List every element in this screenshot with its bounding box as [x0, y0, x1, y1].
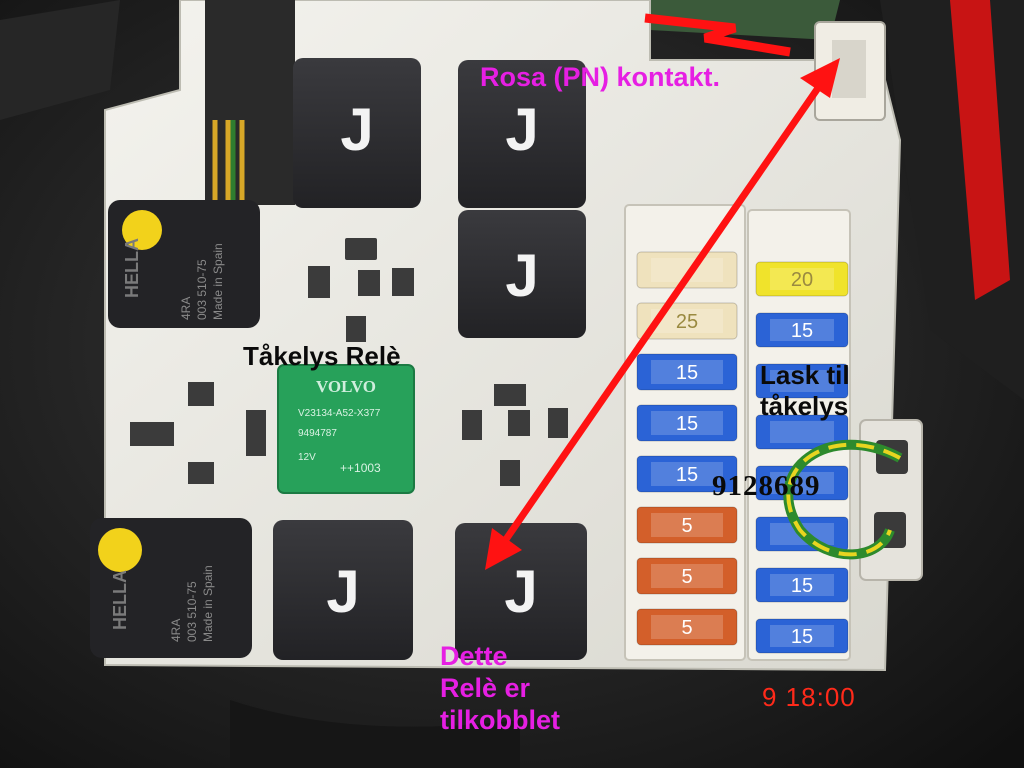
fuse-window [770, 625, 834, 647]
fuse [755, 567, 849, 603]
relay-glyph: J [505, 242, 538, 309]
housing-edge-left [0, 0, 120, 120]
jumper-label-line: tåkelys [760, 391, 849, 421]
fuse [755, 261, 849, 297]
fuse-window [651, 462, 723, 486]
fuse [636, 251, 738, 289]
fuse [636, 353, 738, 391]
fuse-rating: 25 [676, 311, 698, 333]
fuse [636, 455, 738, 493]
black-relay [458, 60, 586, 208]
fuse-rating: 5 [681, 617, 692, 639]
fuse [755, 414, 849, 450]
fuse-column-left: 25 15 15 15 5 5 5 [636, 251, 738, 646]
fuse-column-right: 20 15 15 15 [755, 261, 849, 654]
rosa-contact-label: Rosa (PN) kontakt. [480, 62, 721, 92]
volvo-mark: ++1003 [340, 461, 381, 475]
volvo-voltage: 12V [298, 452, 316, 463]
relay-glyph: J [340, 96, 373, 163]
fuse-rating: 5 [681, 515, 692, 537]
black-relay [273, 520, 413, 660]
part-number-label: 9128689 [712, 470, 821, 502]
fuse [755, 618, 849, 654]
pink-connector-slot [832, 40, 866, 98]
empty-relay-sockets [130, 238, 568, 486]
volvo-number: 9494787 [298, 428, 337, 439]
fuse [636, 557, 738, 595]
fuse-window [770, 421, 834, 443]
hella-relay-bottom-specs: 4RA 003 510-75 Made in Spain [169, 565, 215, 642]
fuse-rating: 15 [791, 626, 813, 648]
fuse-window [770, 370, 834, 392]
black-relay [293, 58, 421, 208]
fuse-window [651, 411, 723, 435]
volvo-model: V23134-A52-X377 [298, 408, 381, 419]
volvo-fog-relay [277, 364, 415, 494]
hella-code: 4RA [169, 619, 183, 642]
marker-dot [122, 210, 162, 250]
jumper-label-line: Lask til [760, 360, 850, 390]
fog-relay-label: Tåkelys Relè [243, 341, 401, 371]
connected-relay-line: tilkobblet [440, 705, 560, 735]
relay-glyph: J [505, 96, 538, 163]
timestamp-label: 9 18:00 [762, 682, 856, 712]
red-cable-tie [950, 0, 1010, 300]
yellow-wires [212, 120, 245, 205]
fuse-rating: 15 [676, 413, 698, 435]
fuse [755, 312, 849, 348]
hella-number: 003 510-75 [195, 259, 209, 320]
fuse-window [770, 574, 834, 596]
hella-code: 4RA [179, 297, 193, 320]
lower-hose [230, 700, 520, 768]
volvo-brand: VOLVO [316, 377, 376, 396]
fuse-window [651, 615, 723, 639]
connected-relay-label: Dette Relè er tilkobblet [440, 640, 560, 736]
fuse-rating: 5 [681, 566, 692, 588]
fuse [636, 404, 738, 442]
fuse-rating: 15 [676, 362, 698, 384]
red-double-arrow [485, 58, 840, 570]
fuse [636, 506, 738, 544]
fuse-window [770, 268, 834, 290]
fuse-window [651, 513, 723, 537]
fuse-rating: 20 [791, 269, 813, 291]
fuse [755, 363, 849, 399]
hella-relay-top-print: HELLA [122, 238, 142, 298]
hella-relay-bottom-print: HELLA [110, 570, 130, 630]
wiring-harness [640, 0, 840, 40]
fuse-window [651, 360, 723, 384]
wire-cavity [205, 0, 295, 205]
fuse [636, 608, 738, 646]
fuse-rating: 15 [791, 320, 813, 342]
fuse-rating: 15 [676, 464, 698, 486]
hella-brand: HELLA [122, 238, 142, 298]
hella-brand: HELLA [110, 570, 130, 630]
jumper-wire-stripe [786, 442, 901, 557]
fuse-rating: 15 [791, 575, 813, 597]
connected-relay-line: Relè er [440, 673, 531, 703]
connected-relay-line: Dette [440, 641, 508, 671]
lightning-marker [644, 13, 791, 57]
fuse-window [651, 564, 723, 588]
hella-number: 003 510-75 [185, 581, 199, 642]
marker-dot [98, 528, 142, 572]
hella-origin: Made in Spain [201, 565, 215, 642]
fuse-window [770, 319, 834, 341]
hella-origin: Made in Spain [211, 243, 225, 320]
black-relay [458, 210, 586, 338]
jumper-label: Lask til tåkelys [760, 360, 850, 422]
relay-glyph: J [326, 558, 359, 625]
relay-glyph: J [504, 558, 537, 625]
hella-relay-top-specs: 4RA 003 510-75 Made in Spain [179, 243, 225, 320]
